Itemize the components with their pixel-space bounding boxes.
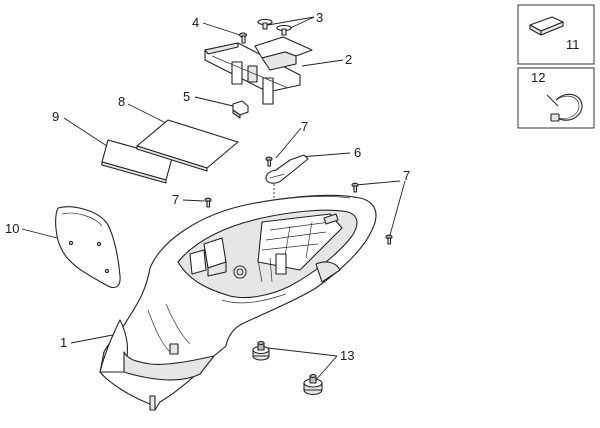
callout-7-left: 7 (172, 192, 179, 207)
screw-7-d (385, 234, 393, 245)
inset-box-11: 11 (517, 4, 595, 65)
screw-7-a (265, 156, 273, 167)
callout-10: 10 (5, 221, 19, 236)
callout-1: 1 (60, 335, 67, 350)
callout-6: 6 (354, 145, 361, 160)
callout-9: 9 (52, 109, 59, 124)
label-plate-part (529, 16, 564, 36)
callout-5: 5 (183, 89, 190, 104)
part-5-clip (232, 100, 249, 119)
part-13-buffers (252, 340, 323, 396)
callout-13: 13 (340, 348, 354, 363)
part-6-latch (265, 154, 309, 184)
callout-7-right: 7 (403, 168, 410, 183)
part-10-panel (55, 206, 121, 289)
callout-7-top: 7 (301, 119, 308, 134)
clamp-part (546, 93, 583, 122)
part-1-helmet-compartment (99, 194, 377, 411)
part-4-screw (238, 32, 248, 44)
screw-7-b (204, 197, 212, 208)
callout-11: 11 (566, 37, 580, 52)
leader-lines (21, 16, 406, 382)
screw-7-c (351, 182, 359, 193)
part-8-mat (136, 119, 239, 172)
callout-8: 8 (118, 94, 125, 109)
callout-labels: 1 2 3 4 5 6 7 7 7 8 9 10 13 (5, 10, 410, 363)
buffer-13-a (252, 340, 270, 361)
callout-2: 2 (345, 52, 352, 67)
callout-3: 3 (316, 10, 323, 25)
callout-4: 4 (192, 15, 199, 30)
part-3-rivets (257, 18, 292, 36)
part-2-bracket (204, 36, 313, 105)
part-9-sheet (101, 139, 173, 184)
buffer-13-b (303, 373, 323, 396)
part-7-screws (204, 156, 393, 245)
inset-box-12: 12 (517, 67, 595, 129)
callout-12: 12 (531, 70, 545, 85)
